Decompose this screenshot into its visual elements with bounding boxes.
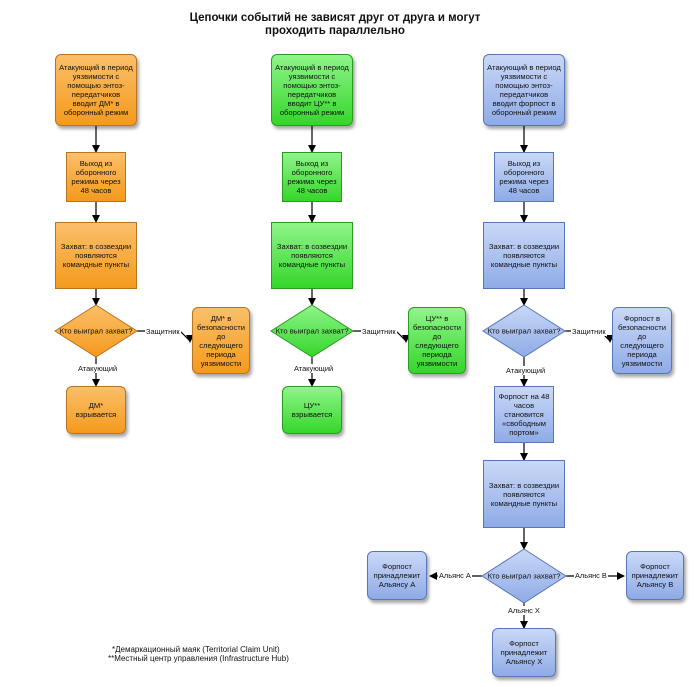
chain2-destroyed-node: ЦУ** взрывается xyxy=(282,386,342,434)
chain3-alliance-a-label: Альянс А xyxy=(438,571,472,580)
chain2-exit-node: Выход из оборонного режима через 48 часо… xyxy=(282,152,342,202)
chain3-defender-label: Защитник xyxy=(571,327,607,336)
chain3-decision2-diamond xyxy=(481,548,567,604)
chain3-owner-a-node: Форпост принадлежит Альянсу А xyxy=(367,551,427,600)
chain1-capture-node: Захват: в созвездии появляются командные… xyxy=(55,222,137,289)
chain3-owner-b-node: Форпост принадлежит Альянсу В xyxy=(626,551,684,600)
chain1-defender-label: Защитник xyxy=(145,327,181,336)
chain1-start-node: Атакующий в период уязвимости с помощью … xyxy=(55,54,137,126)
chain3-decision2-label: Кто выиграл захват? xyxy=(487,571,561,581)
chain1-destroyed-node: ДМ* взрывается xyxy=(66,386,126,434)
chain2-safe-node: ЦУ** в безопасности до следующего период… xyxy=(408,307,466,374)
chain2-decision-diamond xyxy=(270,304,354,358)
chain3-owner-x-node: Форпост принадлежит Альянсу X xyxy=(492,628,556,677)
footnote-cu: **Местный центр управления (Infrastructu… xyxy=(108,654,289,663)
chain3-safe-node: Форпост в безопасности до следующего пер… xyxy=(612,307,672,374)
chain1-connectors xyxy=(92,126,194,387)
footnote-dm: *Демаркационный маяк (Territorial Claim … xyxy=(112,645,280,654)
chain2-capture-node: Захват: в созвездии появляются командные… xyxy=(271,222,353,289)
chain1-decision-diamond xyxy=(54,304,138,358)
chain3-capture-node: Захват: в созвездии появляются командные… xyxy=(483,222,565,289)
chain3-start-node: Атакующий в период уязвимости с помощью … xyxy=(483,54,565,126)
chain3-capture2-node: Захват: в созвездии появляются командные… xyxy=(483,460,565,528)
chain1-exit-node: Выход из оборонного режима через 48 часо… xyxy=(66,152,126,202)
chain2-decision-label: Кто выиграл захват? xyxy=(275,326,349,336)
page-title: Цепочки событий не зависят друг от друга… xyxy=(189,12,481,37)
chain2-attacker-label: Атакующий xyxy=(293,364,335,373)
chain3-alliance-b-label: Альянс В xyxy=(574,571,608,580)
chain3-decision-diamond xyxy=(482,304,566,358)
chain2-defender-label: Защитник xyxy=(361,327,397,336)
chain3-alliance-x-label: Альянс X xyxy=(507,606,541,615)
chain2-start-node: Атакующий в период уязвимости с помощью … xyxy=(271,54,353,126)
chain1-decision-label: Кто выиграл захват? xyxy=(59,326,133,336)
chain1-safe-node: ДМ* в безопасности до следующего периода… xyxy=(192,307,250,374)
chain3-decision-label: Кто выиграл захват? xyxy=(487,326,561,336)
chain1-attacker-label: Атакующий xyxy=(77,364,119,373)
chain3-exit-node: Выход из оборонного режима через 48 часо… xyxy=(494,152,554,202)
chain3-attacker-label: Атакующий xyxy=(505,366,547,375)
chain3-free-port-node: Форпост на 48 часов становится «свободны… xyxy=(494,386,554,443)
